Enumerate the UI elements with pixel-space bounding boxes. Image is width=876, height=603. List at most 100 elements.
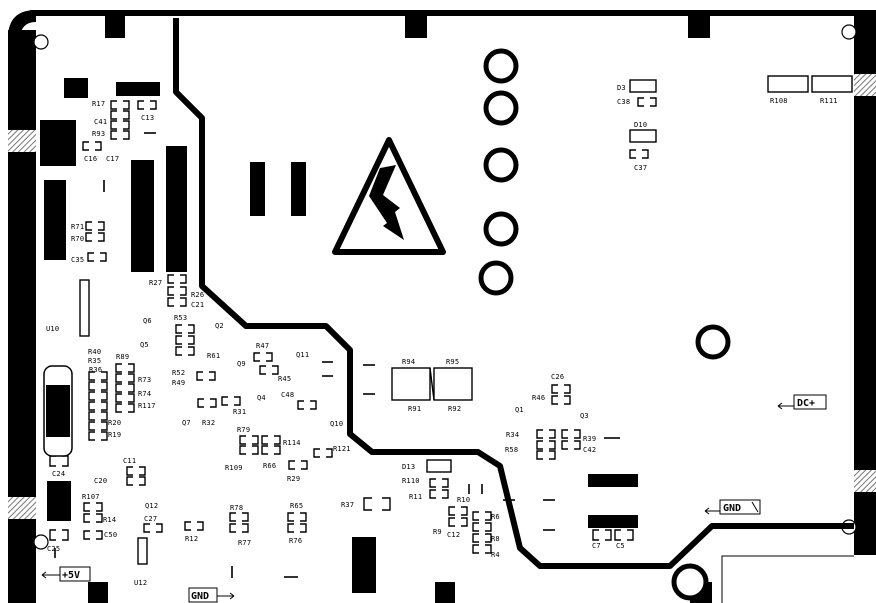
designator-c35: C35 xyxy=(71,256,84,264)
designator-q10: Q10 xyxy=(330,420,343,428)
designator-r4: R4 xyxy=(491,551,500,559)
designator-r121: R121 xyxy=(333,445,351,453)
designator-r19: R19 xyxy=(108,431,121,439)
designator-r93: R93 xyxy=(92,130,105,138)
designator-r65: R65 xyxy=(290,502,303,510)
bottom-right-outline xyxy=(721,555,854,603)
high-voltage-warning-icon xyxy=(332,137,446,255)
designator-q2: Q2 xyxy=(215,322,224,330)
designator-r74: R74 xyxy=(138,390,151,398)
designator-r20: R20 xyxy=(108,419,121,427)
designator-c12: C12 xyxy=(447,531,460,539)
designator-r70: R70 xyxy=(71,235,84,243)
svg-text:GND: GND xyxy=(191,591,209,602)
designator-r108: R108 xyxy=(770,97,788,105)
designator-d13: D13 xyxy=(402,463,415,471)
designator-r14: R14 xyxy=(103,516,116,524)
designator-r52: R52 xyxy=(172,369,185,377)
designator-r117: R117 xyxy=(138,402,156,410)
designator-r114: R114 xyxy=(283,439,301,447)
designator-c42: C42 xyxy=(583,446,596,454)
designator-c16: C16 xyxy=(84,155,97,163)
svg-text:+5V: +5V xyxy=(62,570,80,581)
designator-r40: R40 xyxy=(88,348,101,356)
designator-r73: R73 xyxy=(138,376,151,384)
designator-r66: R66 xyxy=(263,462,276,470)
designator-q3: Q3 xyxy=(580,412,589,420)
designator-c38: C38 xyxy=(617,98,630,106)
designator-r29: R29 xyxy=(287,475,300,483)
designator-c41: C41 xyxy=(94,118,107,126)
designator-r78: R78 xyxy=(230,504,243,512)
board-edge xyxy=(8,10,876,603)
designator-r36: R36 xyxy=(89,366,102,374)
designator-r27: R27 xyxy=(149,279,162,287)
designator-c17: C17 xyxy=(106,155,119,163)
designator-c26: C26 xyxy=(551,373,564,381)
designator-q6: Q6 xyxy=(143,317,152,325)
designator-c5: C5 xyxy=(616,542,625,550)
footprints xyxy=(49,75,853,565)
designator-r46: R46 xyxy=(532,394,545,402)
designator-c13: C13 xyxy=(141,114,154,122)
designator-r53: R53 xyxy=(174,314,187,322)
designator-q1: Q1 xyxy=(515,406,524,414)
silk-marks xyxy=(54,132,620,578)
solid-pads xyxy=(40,78,638,593)
designator-c7: C7 xyxy=(592,542,601,550)
designator-r37: R37 xyxy=(341,501,354,509)
designator-c27: C27 xyxy=(144,515,157,523)
designator-q4: Q4 xyxy=(257,394,266,402)
designator-d3: D3 xyxy=(617,84,626,92)
designator-r89: R89 xyxy=(116,353,129,361)
designator-r8: R8 xyxy=(491,535,500,543)
designator-q7: Q7 xyxy=(182,419,191,427)
designator-r61: R61 xyxy=(207,352,220,360)
svg-text:DC+: DC+ xyxy=(797,398,815,409)
designator-r95: R95 xyxy=(446,358,459,366)
designator-r26: R26 xyxy=(191,291,204,299)
designator-r77: R77 xyxy=(238,539,251,547)
designator-r107: R107 xyxy=(82,493,100,501)
dc-plus-label: DC+ xyxy=(777,394,827,410)
designator-q11: Q11 xyxy=(296,351,309,359)
mounting-holes xyxy=(478,48,731,601)
designator-r110: R110 xyxy=(402,477,420,485)
designator-r10: R10 xyxy=(457,496,470,504)
plus-5v-label: +5V xyxy=(41,566,91,582)
designator-q9: Q9 xyxy=(237,360,246,368)
gnd-right-label: GND xyxy=(704,499,761,515)
designator-r71: R71 xyxy=(71,223,84,231)
designator-r35: R35 xyxy=(88,357,101,365)
designator-d10: D10 xyxy=(634,121,647,129)
designator-c24: C24 xyxy=(52,470,65,478)
designator-u10: U10 xyxy=(46,325,59,333)
designator-r45: R45 xyxy=(278,375,291,383)
inductor xyxy=(43,365,73,457)
designator-r92: R92 xyxy=(448,405,461,413)
designator-r9: R9 xyxy=(433,528,442,536)
designator-c48: C48 xyxy=(281,391,294,399)
designator-r58: R58 xyxy=(505,446,518,454)
designator-c37: C37 xyxy=(634,164,647,172)
designator-r76: R76 xyxy=(289,537,302,545)
designator-r111: R111 xyxy=(820,97,838,105)
designator-c50: C50 xyxy=(104,531,117,539)
designator-r109: R109 xyxy=(225,464,243,472)
designator-r11: R11 xyxy=(409,493,422,501)
designator-r47: R47 xyxy=(256,342,269,350)
designator-r31: R31 xyxy=(233,408,246,416)
designator-u12: U12 xyxy=(134,579,147,587)
designator-r34: R34 xyxy=(506,431,519,439)
designator-r17: R17 xyxy=(92,100,105,108)
designator-q12: Q12 xyxy=(145,502,158,510)
designator-c11: C11 xyxy=(123,457,136,465)
designator-r39: R39 xyxy=(583,435,596,443)
designator-c20: C20 xyxy=(94,477,107,485)
gnd-bottom-label: GND xyxy=(188,587,235,603)
designator-r91: R91 xyxy=(408,405,421,413)
designator-r12: R12 xyxy=(185,535,198,543)
svg-text:GND: GND xyxy=(723,503,741,514)
